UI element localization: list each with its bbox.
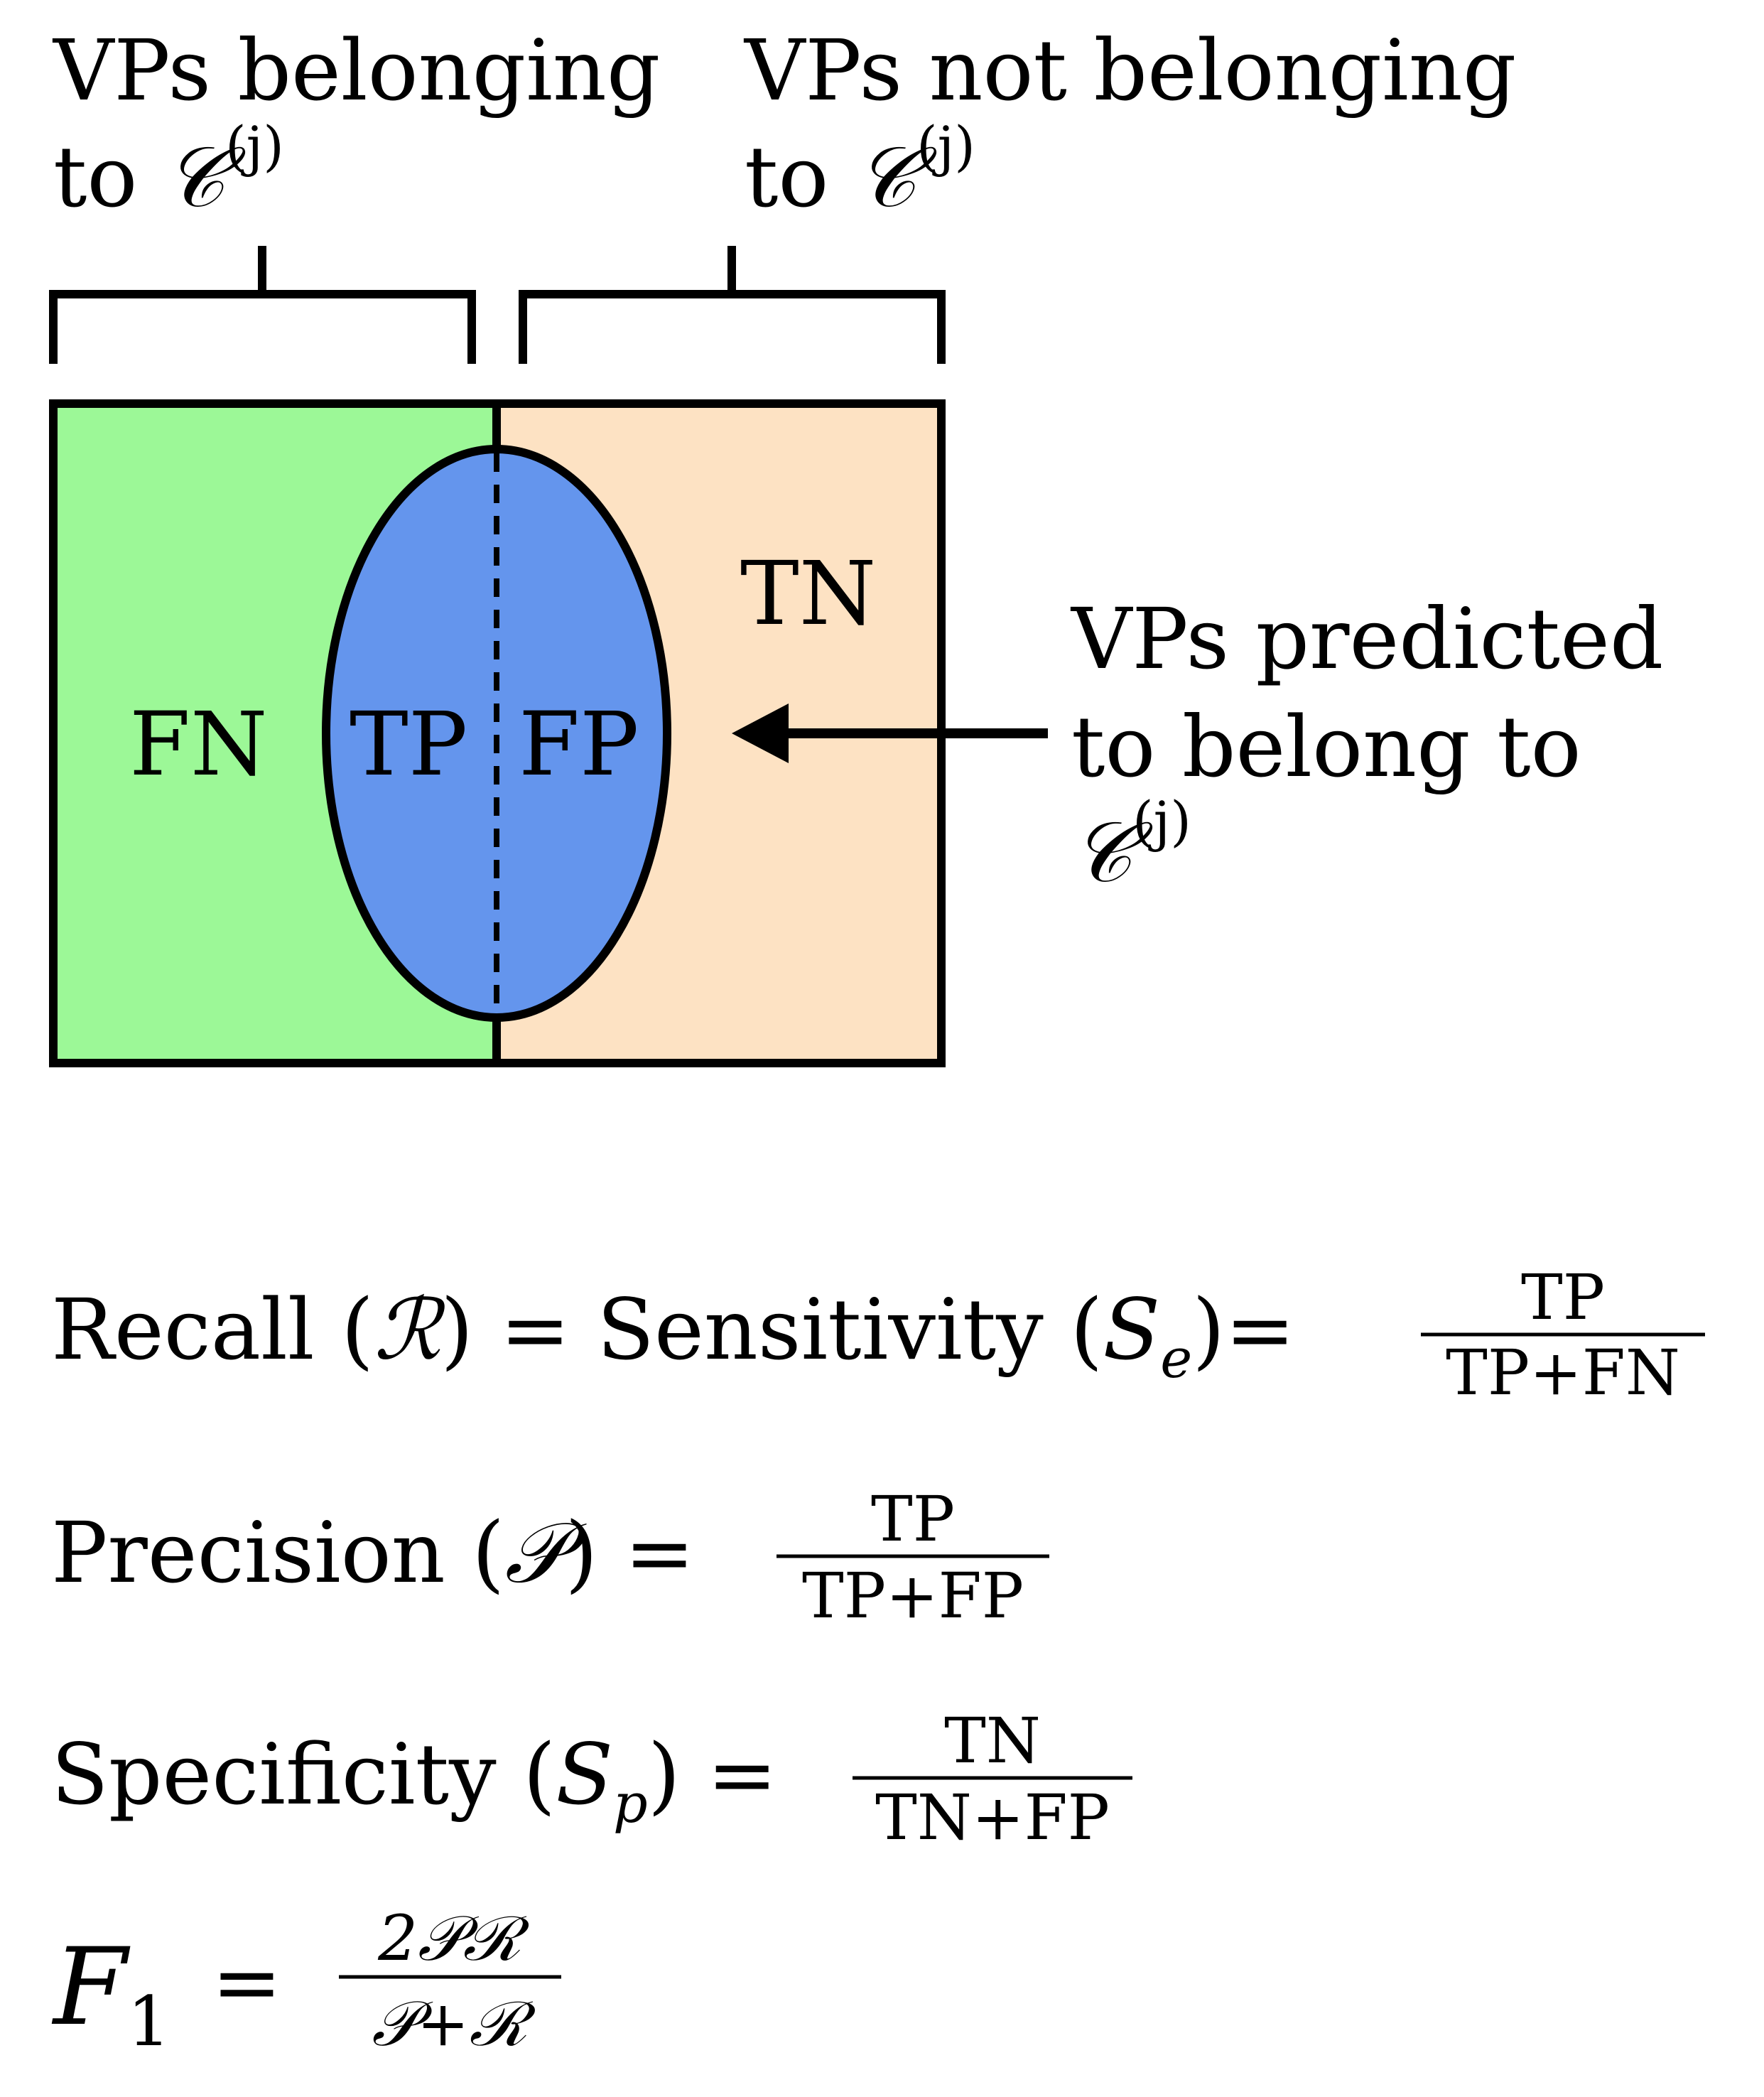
superscript-j: (j) [916,114,975,178]
f1-denominator: 𝒫+ℛ [372,1987,536,2060]
recall-denominator: TP+FN [1446,1336,1680,1409]
f1-numerator: 2𝒫ℛ [377,1902,530,1975]
label-tp: TP [350,694,467,796]
specificity-numerator: TN [944,1704,1041,1777]
header-belonging-line1: VPs belonging [52,21,660,119]
label-fp: FP [519,694,639,796]
superscript-j: (j) [1132,789,1191,853]
recall-symbol: ℛ [374,1281,446,1379]
recall-numerator: TP [1521,1261,1605,1334]
superscript-j: (j) [225,114,284,178]
precision-denominator: TP+FP [802,1559,1024,1632]
specificity-denominator: TN+FP [875,1781,1110,1854]
header-belonging-line2: to 𝒞(j) [53,114,284,226]
label-tn: TN [740,543,876,645]
formula-precision: Precision (𝒫) = [51,1504,695,1602]
predicted-label-line2: to belong to [1071,698,1581,796]
label-fn: FN [129,694,268,796]
header-not-belonging-line1: VPs not belonging [743,21,1516,119]
header-not-belonging-line2: to 𝒞(j) [745,114,975,226]
precision-numerator: TP [871,1482,955,1556]
predicted-label-line3: 𝒞(j) [1071,789,1191,901]
bracket-belonging [49,246,476,364]
formula-recall: Recall (ℛ) = Sensitivity (Se)= [51,1281,1295,1390]
predicted-label-line1: VPs predicted [1070,590,1663,688]
formula-f1: F1 [51,1926,171,2061]
f1-equals: = [212,1933,282,2031]
formula-specificity: Specificity (Sp) = [51,1725,777,1835]
arrow-head-icon [732,704,789,763]
bracket-not-belonging [519,246,946,364]
